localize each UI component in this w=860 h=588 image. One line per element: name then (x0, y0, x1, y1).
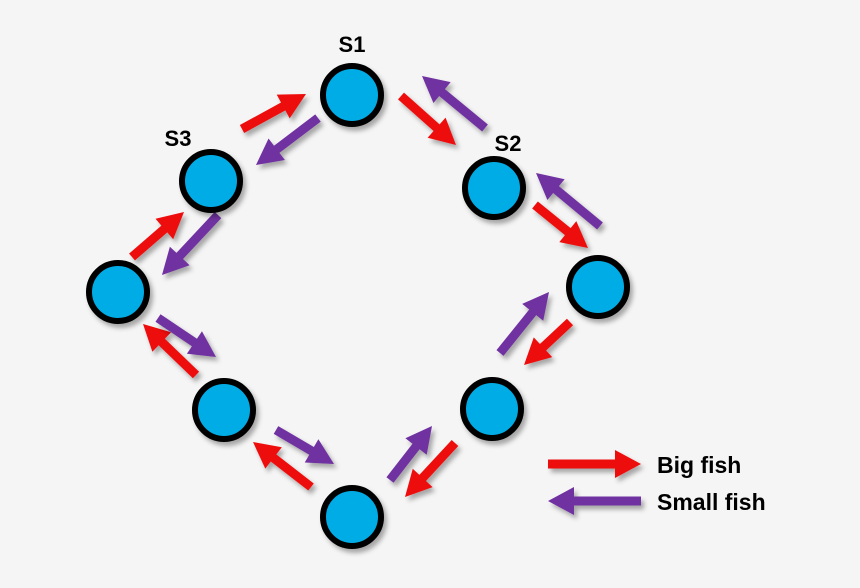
node-n3[interactable] (566, 255, 630, 319)
node-label-S1: S1 (339, 32, 366, 57)
legend-arrow-icon (548, 450, 641, 478)
big-fish-arrow (524, 318, 574, 365)
node-circle[interactable] (192, 378, 256, 442)
big-fish-arrow (405, 439, 459, 497)
edge-n6-n7 (143, 314, 216, 379)
node-n5[interactable] (320, 485, 384, 549)
node-n7[interactable] (86, 260, 150, 324)
node-n2[interactable]: S2 (462, 131, 526, 220)
small-fish-arrow (422, 76, 488, 132)
big-fish-arrow (129, 212, 184, 261)
edge-n1-n2 (398, 76, 488, 145)
node-label-S3: S3 (165, 126, 192, 151)
legend-item-small-fish: Small fish (548, 487, 766, 515)
small-fish-arrow (536, 173, 603, 230)
node-circle[interactable] (566, 255, 630, 319)
big-fish-arrow (532, 201, 588, 248)
edge-n2-n3 (532, 173, 603, 248)
legend-label: Big fish (657, 452, 741, 478)
edge-n3-n4 (496, 292, 574, 365)
node-circle[interactable] (86, 260, 150, 324)
small-fish-arrow (162, 211, 222, 275)
edge-n7-n8 (129, 211, 222, 275)
node-circle[interactable] (320, 485, 384, 549)
node-circle[interactable] (462, 156, 526, 220)
node-n8[interactable]: S3 (165, 126, 243, 213)
edge-n4-n5 (386, 426, 459, 497)
small-fish-arrow (256, 114, 321, 165)
edge-n5-n6 (253, 426, 334, 491)
small-fish-arrow (496, 292, 549, 356)
big-fish-arrow (239, 94, 306, 133)
big-fish-arrow (398, 92, 456, 145)
legend-arrow-icon (548, 487, 641, 515)
node-n4[interactable] (460, 377, 524, 441)
edge-n8-n1 (239, 94, 321, 165)
node-label-S2: S2 (495, 131, 522, 156)
node-n6[interactable] (192, 378, 256, 442)
small-fish-arrow (155, 314, 216, 357)
legend-item-big-fish: Big fish (548, 450, 741, 478)
edges-layer (129, 76, 603, 497)
big-fish-arrow (143, 324, 200, 379)
node-circle[interactable] (179, 149, 243, 213)
big-fish-arrow (253, 442, 314, 491)
small-fish-arrow (386, 426, 432, 483)
legend-label: Small fish (657, 489, 766, 515)
node-n1[interactable]: S1 (320, 32, 384, 127)
node-circle[interactable] (320, 63, 384, 127)
node-circle[interactable] (460, 377, 524, 441)
small-fish-arrow (273, 426, 334, 464)
